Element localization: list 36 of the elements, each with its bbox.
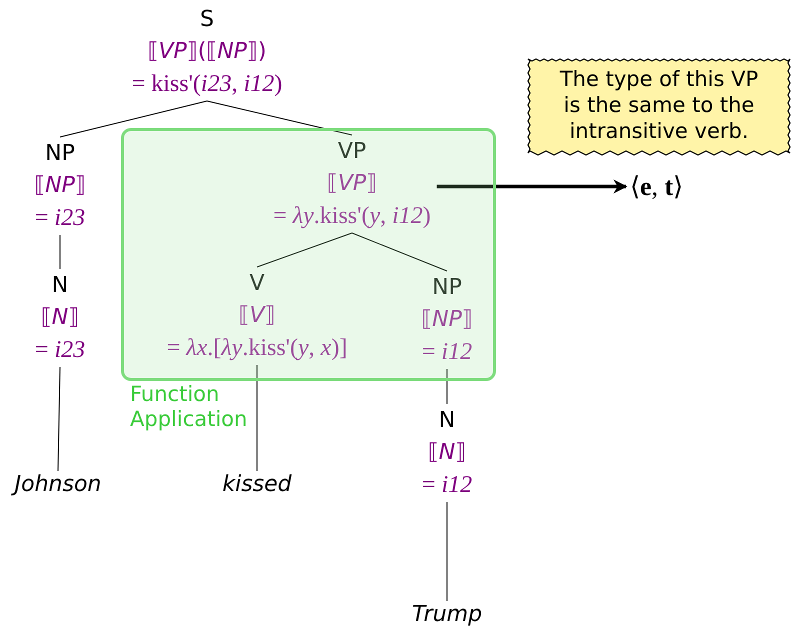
equation-text: = kiss'(i23, i12) — [132, 70, 282, 99]
tree-branch — [446, 368, 448, 404]
category-label: NP — [431, 274, 463, 302]
category-label: NP — [44, 140, 76, 168]
tree-branch — [352, 232, 448, 272]
tree-branch — [446, 502, 448, 602]
denotation-text: ⟦NP⟧ — [421, 306, 473, 334]
denotation-text: ⟦N⟧ — [40, 304, 80, 332]
word-label: kissed — [222, 472, 292, 497]
equation-text: = i23 — [34, 204, 86, 233]
arrow — [436, 180, 628, 194]
equation-text: = λy.kiss'(y, i12) — [273, 202, 431, 231]
tree-branch — [256, 364, 258, 472]
equation-text: = i12 — [421, 338, 473, 367]
tree-branch — [60, 100, 208, 138]
word-label: Trump — [412, 602, 482, 627]
note-box — [526, 56, 792, 156]
denotation-text: ⟦N⟧ — [426, 439, 468, 467]
category-label: N — [50, 272, 70, 300]
tree-branch — [256, 232, 352, 268]
equation-text: = λx.[λy.kiss'(y, x)] — [166, 334, 348, 363]
equation-text: = i12 — [422, 471, 472, 500]
denotation-text: ⟦VP⟧ — [326, 170, 378, 198]
denotation-text: ⟦VP⟧(⟦NP⟧) — [146, 38, 268, 66]
equation-text: = i23 — [34, 336, 86, 365]
type-label: ⟨e, t⟩ — [630, 171, 684, 202]
rule-label: Function Application — [130, 382, 248, 432]
denotation-text: ⟦V⟧ — [238, 302, 276, 330]
category-label: V — [248, 270, 266, 298]
category-label: S — [199, 6, 215, 34]
tree-branch — [206, 100, 352, 136]
denotation-text: ⟦NP⟧ — [34, 172, 86, 200]
category-label: VP — [336, 138, 368, 166]
category-label: N — [438, 407, 456, 435]
tree-branch — [58, 366, 60, 472]
note-text: The type of this VP is the same to the intransitive verb. — [558, 66, 760, 144]
